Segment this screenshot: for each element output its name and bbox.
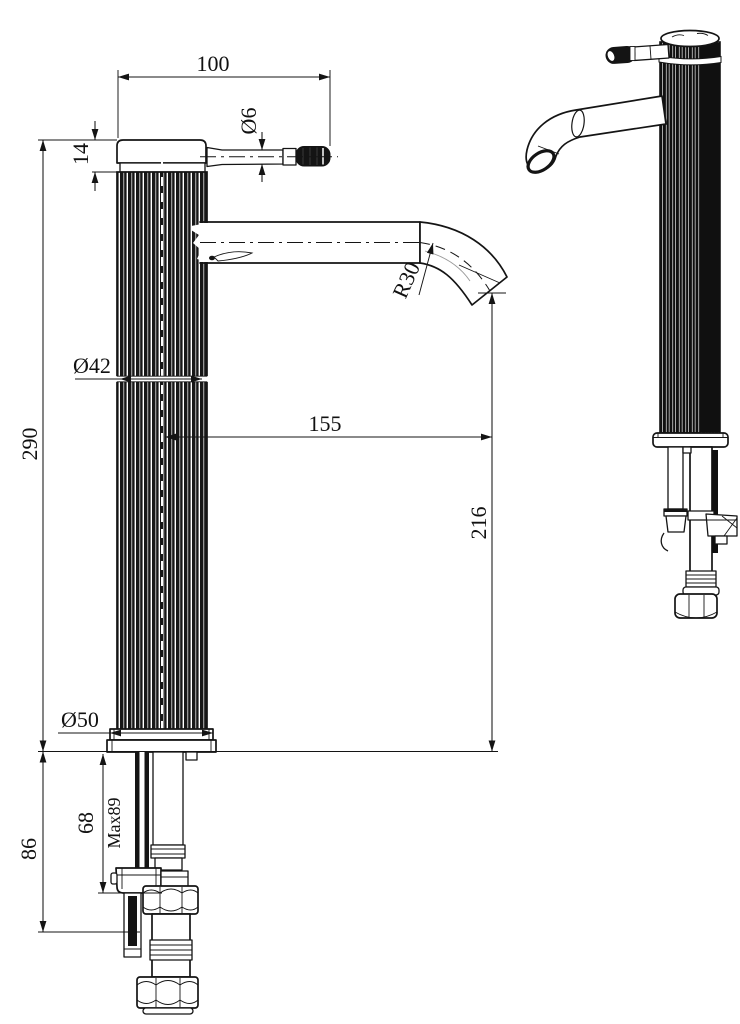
- persp-rod: [667, 446, 684, 510]
- persp-cap-top: [660, 29, 720, 48]
- aerator-joint-line: [458, 264, 501, 284]
- dim-label-14: 14: [68, 143, 93, 165]
- dim-label-155: 155: [309, 411, 342, 436]
- dim-label-phi42: Ø42: [73, 353, 111, 378]
- flange-nub: [185, 751, 198, 761]
- persp-clamp-screw-block: [705, 513, 738, 537]
- front-base-assembly: [106, 728, 217, 1015]
- dim-cap-height: 14: [68, 121, 99, 191]
- front-view: [106, 139, 508, 1015]
- persp-spout-outlet: [526, 149, 556, 174]
- dim-under-counter-height: 86: [16, 751, 47, 932]
- front-spout: [191, 221, 508, 306]
- dim-label-phi50: Ø50: [61, 707, 99, 732]
- nut-end-cap: [142, 1007, 194, 1015]
- dimension-annotations: 100 Ø6 14 290 Ø42 155: [16, 51, 506, 933]
- dim-label-phi6: Ø6: [236, 108, 261, 135]
- spout-detail-dot: [209, 255, 215, 261]
- persp-column-shading: [701, 43, 720, 432]
- dim-handle-diameter: Ø6: [236, 108, 266, 182]
- dim-body-height: 290: [17, 140, 47, 752]
- base-flange-plate: [106, 739, 217, 753]
- persp-clamp-wire: [660, 532, 669, 552]
- base-cap: [109, 728, 214, 741]
- dim-label-r30: R30: [387, 258, 425, 302]
- dim-body-diameter: Ø42: [73, 353, 202, 383]
- perspective-view: [525, 29, 738, 619]
- persp-clamp-block: [665, 515, 687, 533]
- dim-label-max89: Max89: [104, 798, 124, 849]
- spout-detail-flag: [213, 251, 254, 262]
- persp-cap-groove: [658, 55, 722, 66]
- dim-spout-reach: 155: [165, 411, 492, 441]
- dim-base-diameter: Ø50: [58, 707, 213, 737]
- dim-label-68: 68: [73, 812, 98, 834]
- supply-shank: [152, 751, 184, 846]
- persp-tube-shading: [712, 450, 718, 553]
- persp-hex-nut: [674, 593, 718, 619]
- shank-coupling: [150, 844, 186, 859]
- front-body-column: [116, 139, 208, 731]
- dim-spout-height: 216: [466, 293, 496, 752]
- threaded-rod: [135, 752, 140, 886]
- dim-label-100: 100: [197, 51, 230, 76]
- persp-base-assembly: [652, 432, 738, 619]
- clamp-screw: [128, 896, 137, 946]
- clamp-ear: [110, 872, 118, 885]
- persp-spout: [525, 95, 667, 174]
- persp-shank-tube: [689, 446, 713, 574]
- dim-label-290: 290: [17, 428, 42, 461]
- dim-mounting-thickness: 68 Max89: [73, 754, 124, 893]
- dim-handle-length: 100: [118, 51, 330, 81]
- persp-grip-end-cap: [606, 50, 616, 62]
- persp-flange: [652, 432, 729, 448]
- front-handle-lever: [200, 146, 338, 168]
- dim-label-216: 216: [466, 507, 491, 540]
- lever-grip: [295, 146, 331, 167]
- dim-label-86: 86: [16, 838, 41, 860]
- persp-spout-joint: [571, 109, 585, 138]
- persp-handle-lever: [605, 43, 670, 64]
